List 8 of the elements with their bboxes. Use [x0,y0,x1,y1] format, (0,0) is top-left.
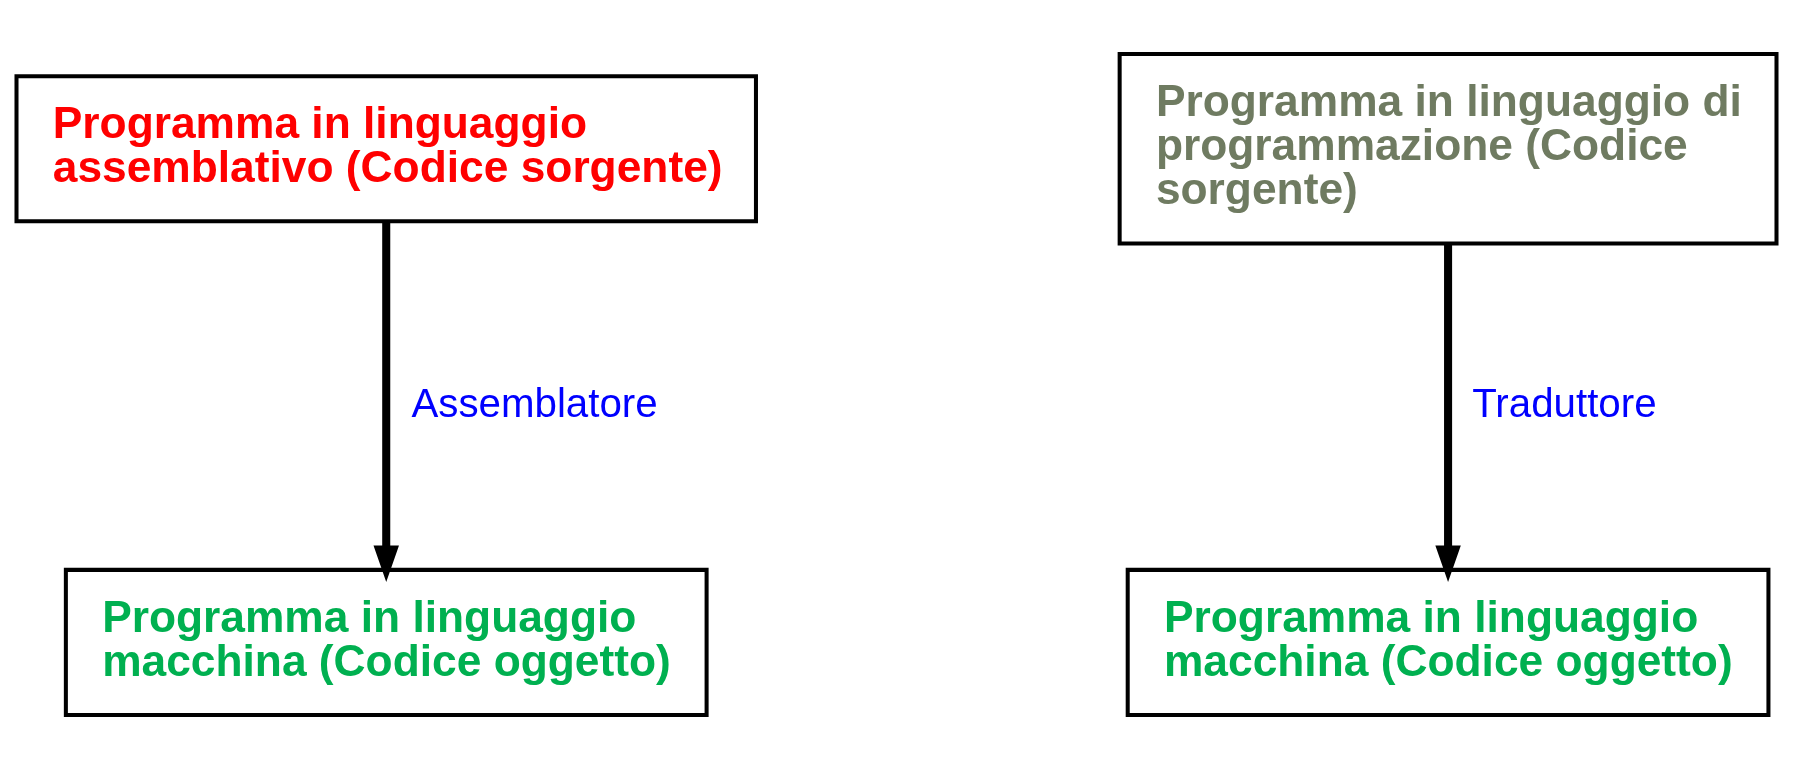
node-box: Programma in linguaggio macchina (Codice oggetto) [1125,567,1771,717]
arrow [373,220,399,582]
node-box: Programma in linguaggio assemblativo (Codice sorgente) [14,73,758,223]
node-box: Programma in linguaggio di programmazione (Codice sorgente) [1117,51,1779,245]
edge-label: Traduttore [1472,380,1657,426]
arrow [1435,243,1461,582]
node-box: Programma in linguaggio macchina (Codice oggetto) [63,567,709,717]
edge-label: Assemblatore [411,380,658,426]
